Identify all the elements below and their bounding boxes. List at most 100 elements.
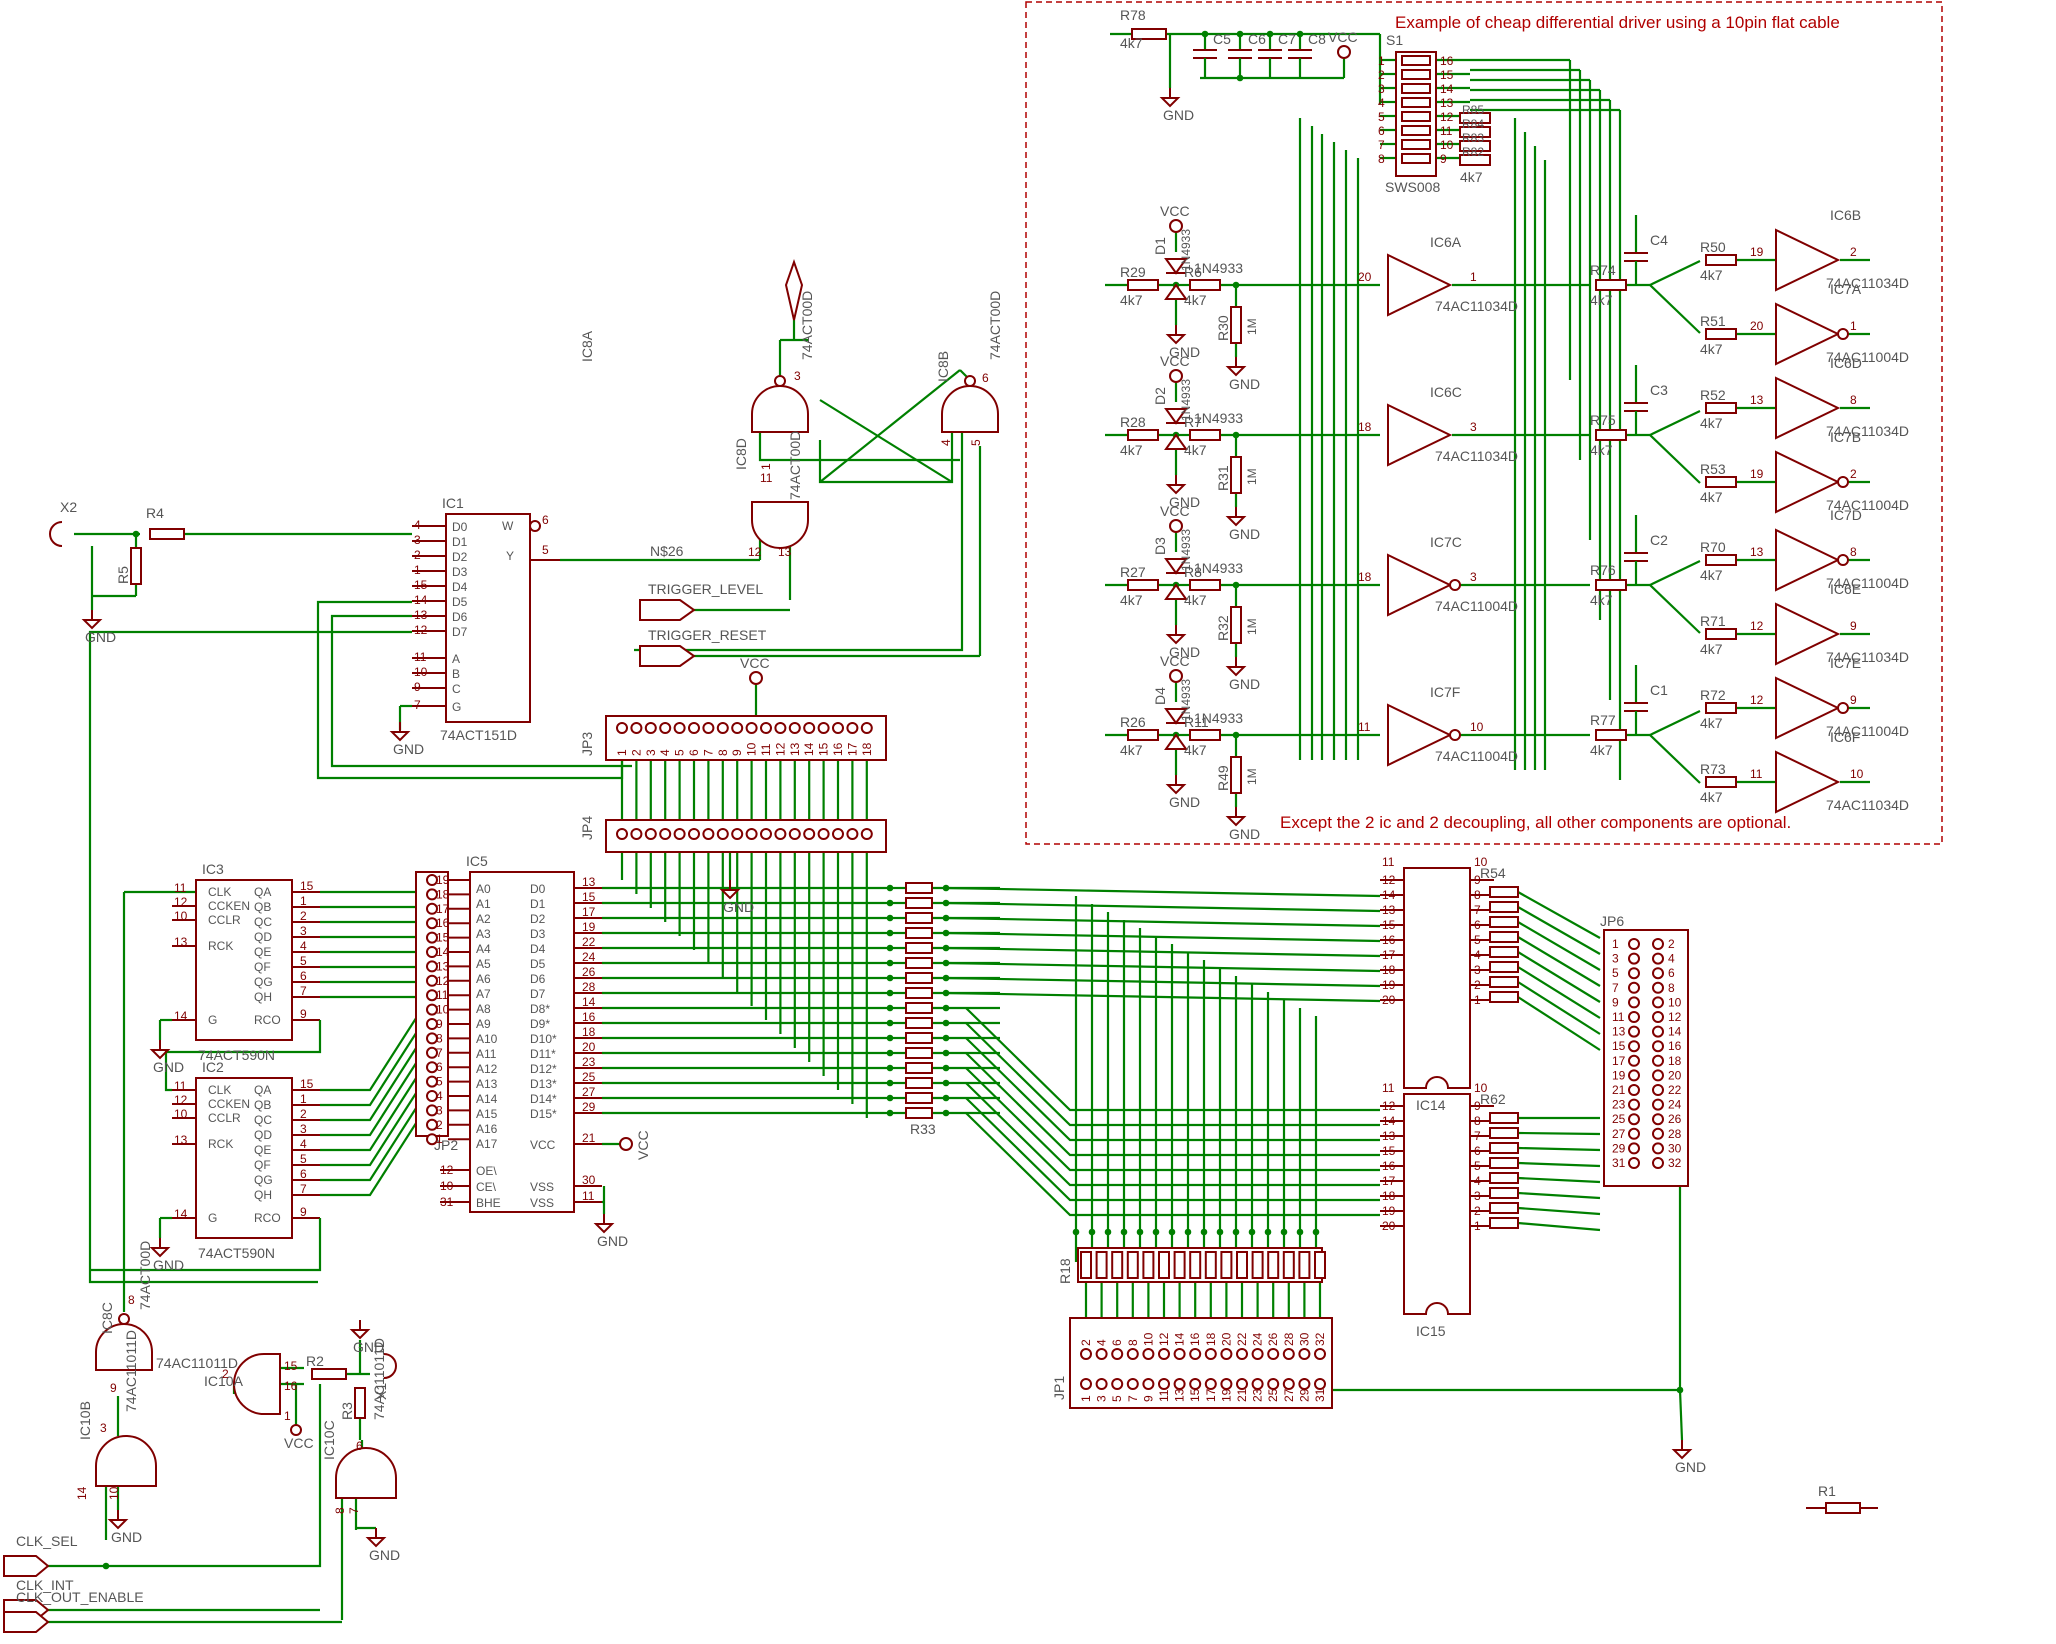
- jp6-pad: [1628, 1113, 1640, 1126]
- junction-dot: [1184, 1228, 1192, 1236]
- ic8a-value: 74ACT00D: [799, 291, 815, 360]
- jp1-pad: [1111, 1378, 1124, 1390]
- jp3-pin: 17: [845, 742, 859, 756]
- ground-label: GND: [1229, 826, 1260, 842]
- ic5-pin-r: D5: [530, 957, 546, 971]
- rnet-ref: R83: [1462, 131, 1484, 145]
- ic5-pin-l: A6: [476, 972, 491, 986]
- ic10b-p2: 3: [100, 1421, 107, 1435]
- wire: [965, 1097, 1380, 1202]
- ic5-num-r: 19: [582, 920, 596, 934]
- r33-resistor: [905, 1047, 933, 1059]
- x2-connector: [49, 521, 63, 547]
- channel-4-rd-val: 4k7: [1184, 742, 1207, 758]
- vcc-jp3: [749, 671, 763, 685]
- jp1-pin-bot: 15: [1188, 1388, 1202, 1402]
- jp2-pin: 4: [436, 1089, 443, 1103]
- ic10b-p4: 10: [107, 1486, 121, 1500]
- ic10c-p2: 8: [333, 1507, 347, 1514]
- r3-body: [354, 1387, 366, 1419]
- gnd-ic10b: [107, 1510, 129, 1530]
- ic8b-p2: 5: [969, 439, 983, 446]
- jp2-pad: [426, 1118, 438, 1131]
- rdiff-val: 4k7: [1700, 789, 1723, 805]
- rcv-pin-out: 8: [1850, 393, 1857, 407]
- ic5-body: [469, 871, 575, 1213]
- ic5-pin-l: A14: [476, 1092, 498, 1106]
- r4-body: [149, 528, 185, 540]
- channel-3-diode-type2: 1N4933: [1194, 560, 1243, 576]
- channel-4-rd-body: [1189, 729, 1221, 741]
- ic2-pin-l: G: [208, 1211, 217, 1225]
- ic1-6: 6: [542, 513, 549, 527]
- jp4-pad: [731, 828, 744, 840]
- ic5-num-r: 24: [582, 950, 596, 964]
- jp1-pin-top: 16: [1188, 1332, 1202, 1346]
- ic1-pin-name: A: [452, 652, 460, 666]
- jp6-pad: [1652, 1054, 1664, 1067]
- rcv-ref: IC7B: [1830, 429, 1861, 445]
- junction-dot: [1200, 1228, 1208, 1236]
- jp2-pad: [426, 946, 438, 958]
- jp4-pad: [817, 828, 830, 840]
- jp6-pad: [1628, 1069, 1640, 1082]
- s1-switch: [1401, 153, 1431, 164]
- cap-ref: C8: [1308, 31, 1326, 47]
- jp6-pad: [1652, 996, 1664, 1009]
- jp6-pad: [1652, 1098, 1664, 1111]
- wire: [1649, 584, 1701, 634]
- rdiff-ref: R72: [1700, 687, 1726, 703]
- ic1-pin-name: C: [452, 682, 461, 696]
- junction-dot: [1232, 1228, 1240, 1236]
- rdiff-val: 4k7: [1700, 267, 1723, 283]
- wire: [1517, 996, 1601, 1051]
- ic5-pin-l: A15: [476, 1107, 498, 1121]
- r54-resistor: [1489, 916, 1519, 928]
- ic1-pin-num: 12: [414, 623, 428, 637]
- r54-resistor: [1489, 886, 1519, 898]
- s1-pin: 9: [1440, 152, 1447, 166]
- channel-3-rd: R8: [1184, 564, 1202, 580]
- junction-dot: [1152, 1228, 1160, 1236]
- jp6-pad: [1628, 1025, 1640, 1038]
- rcv-pin-in: 20: [1750, 319, 1764, 333]
- ic1-body: [445, 513, 531, 723]
- ic1-pin-name: G: [452, 700, 461, 714]
- net-trigger-level: TRIGGER_LEVEL: [648, 581, 763, 597]
- ic3-pin-r: QB: [254, 900, 271, 914]
- jp4-pad: [630, 828, 643, 840]
- vcc-label: VCC: [1328, 29, 1358, 45]
- junction-dot: [1232, 431, 1240, 439]
- channel-2-rd: R7: [1184, 414, 1202, 430]
- ic15-num-r: 4: [1474, 1174, 1481, 1188]
- junction-dot: [1236, 74, 1244, 82]
- rdiff-val: 4k7: [1700, 641, 1723, 657]
- channel-1-rin: R29: [1120, 264, 1146, 280]
- junction-dot: [942, 1049, 950, 1057]
- r33-resistor: [905, 1002, 933, 1014]
- wire: [965, 1112, 1380, 1217]
- driver-IC6A: [1387, 253, 1453, 317]
- jp1-pin-top: 10: [1141, 1332, 1155, 1346]
- ic15-num-r: 1: [1474, 1219, 1481, 1233]
- ic8b-gate: [941, 385, 999, 433]
- ic5-pin-l: A5: [476, 957, 491, 971]
- jp6-pad: [1652, 1040, 1664, 1053]
- junction-dot: [102, 1562, 110, 1570]
- ground-label: GND: [353, 1339, 384, 1355]
- inverter-bubble: [1449, 579, 1461, 591]
- ic3-num-r: 1: [300, 894, 307, 908]
- ic14-num-r: 4: [1474, 948, 1481, 962]
- wire: [320, 1071, 421, 1152]
- ic5-pin-l: A16: [476, 1122, 498, 1136]
- ic5-pin-r: D0: [530, 882, 546, 896]
- ic2-pin-l: CLK: [208, 1083, 231, 1097]
- ic14-num-l: 18: [1382, 963, 1396, 977]
- ic8a-ref: IC8A: [579, 330, 595, 362]
- jp1-pad: [1267, 1378, 1280, 1390]
- ground-label: GND: [723, 899, 754, 915]
- r78-ref: R78: [1120, 7, 1146, 23]
- jp4-pad: [716, 828, 729, 840]
- vcc-label: VCC: [1160, 503, 1190, 519]
- jp1-pad: [1314, 1348, 1326, 1360]
